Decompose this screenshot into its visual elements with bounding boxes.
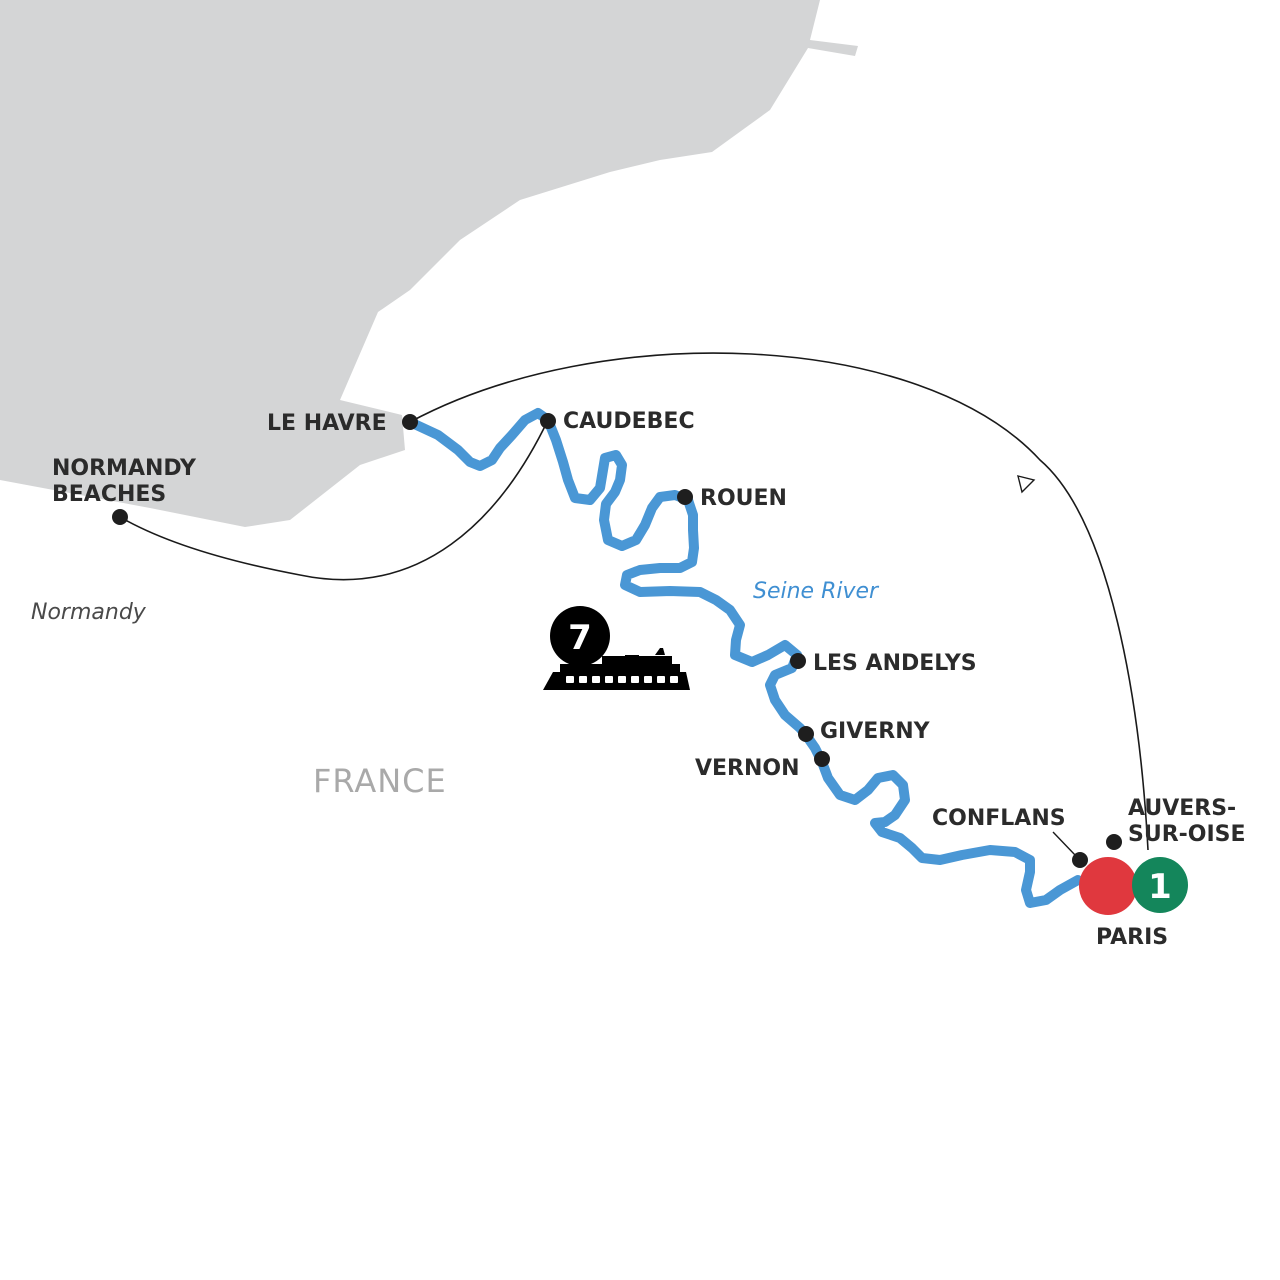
duration-badge-number: 7 (568, 618, 592, 658)
city-dot-les-andelys (790, 653, 806, 669)
seine-river (405, 408, 1083, 908)
label-rouen: ROUEN (700, 486, 787, 511)
city-dot-caudebec (540, 413, 556, 429)
start-marker-number: 1 (1148, 867, 1172, 907)
city-dot-rouen (677, 489, 693, 505)
route-line-paris-lehavre (409, 352, 1149, 851)
label-les-andelys: LES ANDELYS (813, 651, 977, 676)
label-river: Seine River (753, 579, 880, 604)
label-normandy-beaches-1: NORMANDY (52, 456, 197, 481)
route-direction-arrow-icon (1017, 475, 1036, 494)
city-dot-auvers (1106, 834, 1122, 850)
duration-badge (550, 606, 610, 666)
label-auvers-1: AUVERS- (1128, 796, 1236, 821)
label-paris: PARIS (1096, 925, 1168, 950)
label-giverny: GIVERNY (820, 719, 931, 744)
label-region: Normandy (31, 600, 147, 625)
city-dot-normandy-beaches (112, 509, 128, 525)
paris-start-marker (1132, 857, 1188, 913)
label-vernon: VERNON (695, 756, 800, 781)
route-line-caudebec-beaches (119, 419, 549, 581)
label-normandy-beaches-2: BEACHES (52, 482, 166, 507)
city-dot-le-havre (402, 414, 418, 430)
label-conflans: CONFLANS (932, 806, 1066, 831)
label-country: FRANCE (313, 762, 447, 800)
label-le-havre: LE HAVRE (267, 411, 387, 436)
sea-area (0, 0, 858, 527)
city-dot-vernon (814, 751, 830, 767)
label-caudebec: CAUDEBEC (563, 409, 695, 434)
cruise-ship-icon (543, 648, 690, 690)
paris-end-marker (1079, 857, 1137, 915)
label-auvers-2: SUR-OISE (1128, 822, 1246, 847)
conflans-leader-line (1052, 831, 1077, 857)
city-dot-giverny (798, 726, 814, 742)
city-dot-conflans (1072, 852, 1088, 868)
